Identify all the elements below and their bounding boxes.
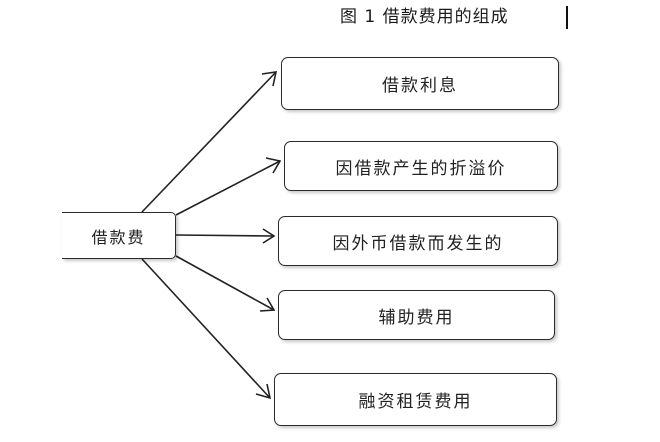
node-foreign-currency-borrowing: 因外币借款而发生的 xyxy=(278,216,558,266)
source-node-borrowing-costs: 借款费 xyxy=(62,212,176,259)
arrow-to-auxiliary-expenses xyxy=(175,255,276,312)
arrow-to-borrowing-interest xyxy=(141,71,278,213)
text-cursor xyxy=(566,6,568,29)
arrow-to-premium-discount xyxy=(175,157,282,216)
arrow-to-foreign-currency xyxy=(175,228,276,244)
node-finance-lease-expenses: 融资租赁费用 xyxy=(274,373,557,426)
node-auxiliary-expenses: 辅助费用 xyxy=(278,290,555,340)
figure-caption: 图 1 借款费用的组成 xyxy=(340,7,509,27)
arrow-to-finance-lease xyxy=(141,258,272,400)
node-borrowing-interest: 借款利息 xyxy=(281,57,559,110)
node-premium-discount: 因借款产生的折溢价 xyxy=(284,141,558,191)
